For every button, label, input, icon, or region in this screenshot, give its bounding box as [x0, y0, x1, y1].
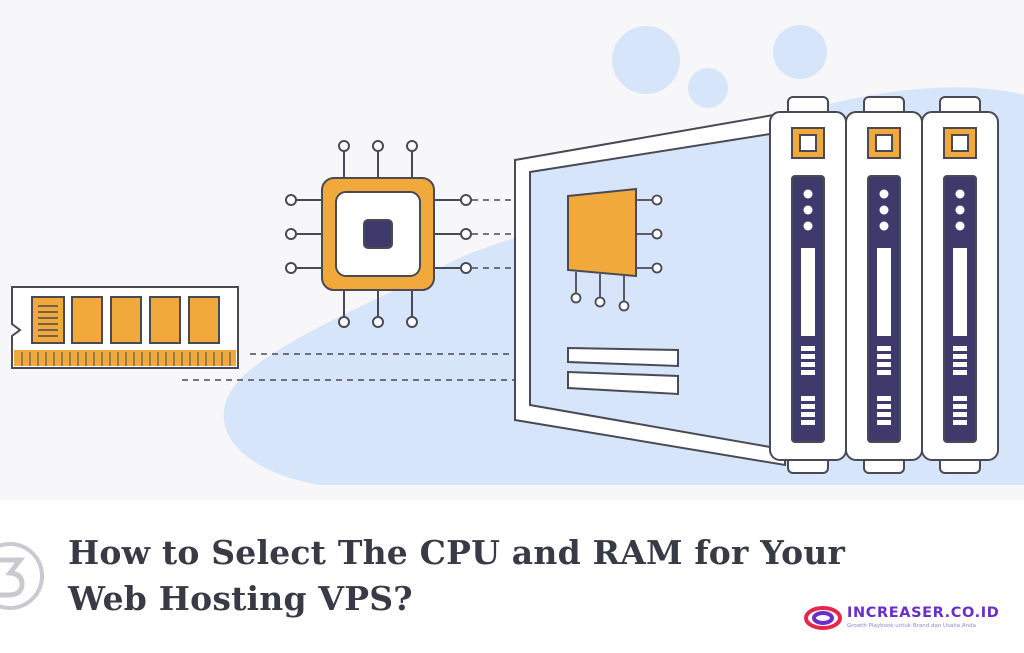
hero-illustration — [11, 25, 1024, 486]
article-title: How to Select The CPU and RAM for Your W… — [68, 530, 845, 622]
article-title-line1: How to Select The CPU and RAM for Your — [68, 533, 846, 572]
article-title-line2: Web Hosting VPS? — [68, 579, 413, 618]
brand-logo-icon — [804, 606, 842, 630]
server-unit-1 — [769, 96, 847, 474]
server-unit-3 — [921, 96, 999, 474]
caption-area — [0, 500, 1024, 653]
brand-logo[interactable]: INCREASER.CO.ID Growth Playbook untuk Br… — [803, 601, 1013, 635]
ram-module-icon — [11, 286, 239, 369]
server-rack-icon — [769, 96, 999, 474]
server-unit-2 — [845, 96, 923, 474]
number-badge-icon — [0, 542, 44, 610]
brand-tagline: Growth Playbook untuk Brand dan Usaha An… — [847, 623, 977, 629]
brand-name: INCREASER.CO.ID — [847, 605, 1000, 621]
cpu-chip-icon — [285, 140, 472, 328]
motherboard-icon — [514, 111, 786, 467]
